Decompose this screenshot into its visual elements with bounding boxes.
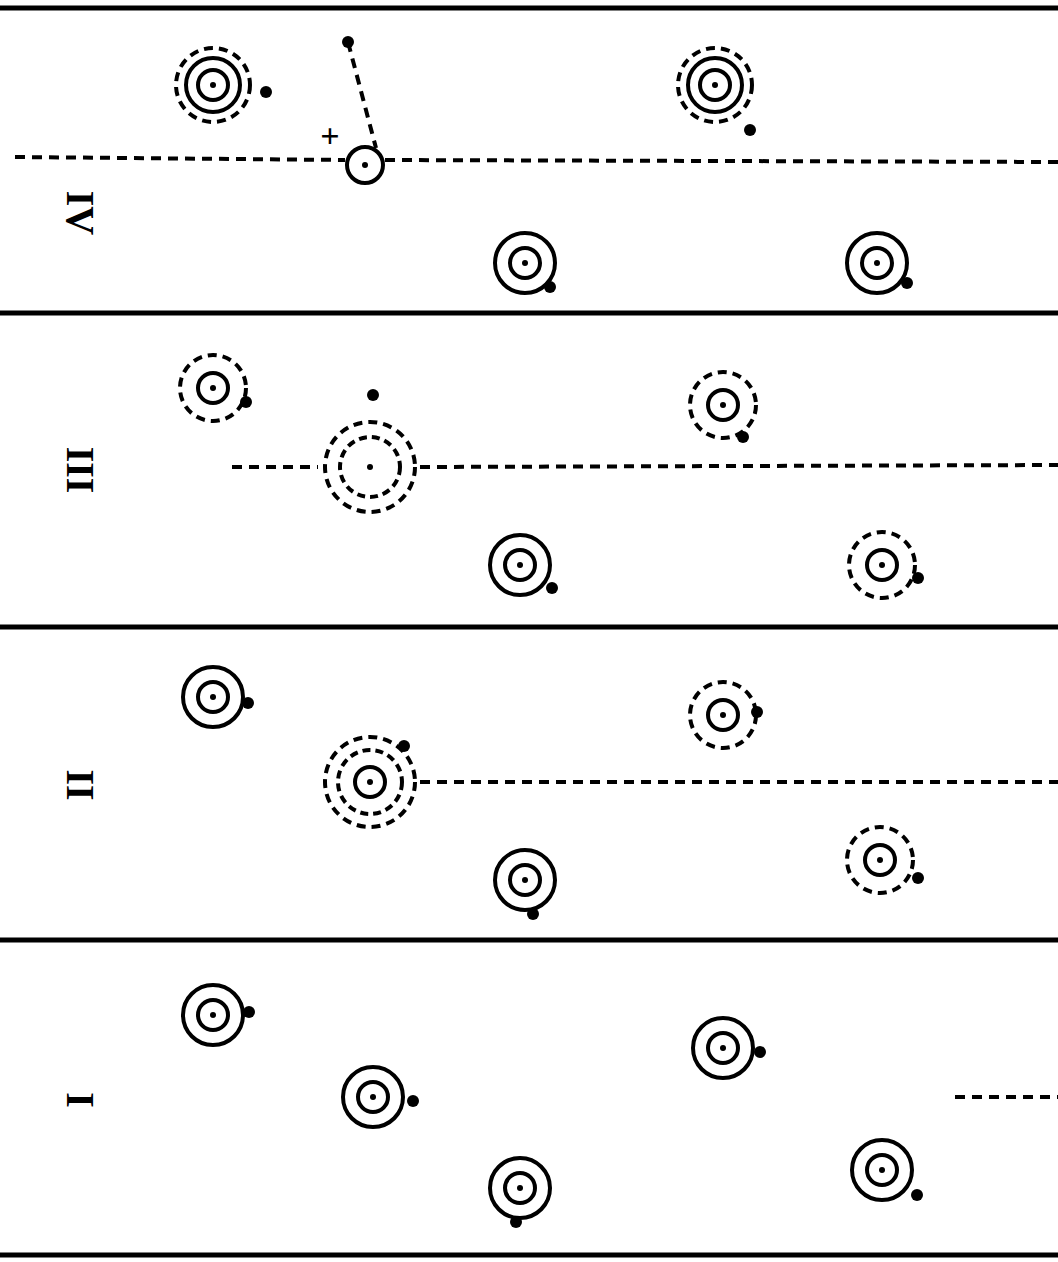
panel-numeral: III <box>60 447 100 494</box>
panel-numeral: II <box>60 769 100 800</box>
panel-numeral: IV <box>60 191 100 235</box>
charge-sign: + <box>320 119 339 153</box>
panel-numeral: I <box>60 1092 100 1108</box>
